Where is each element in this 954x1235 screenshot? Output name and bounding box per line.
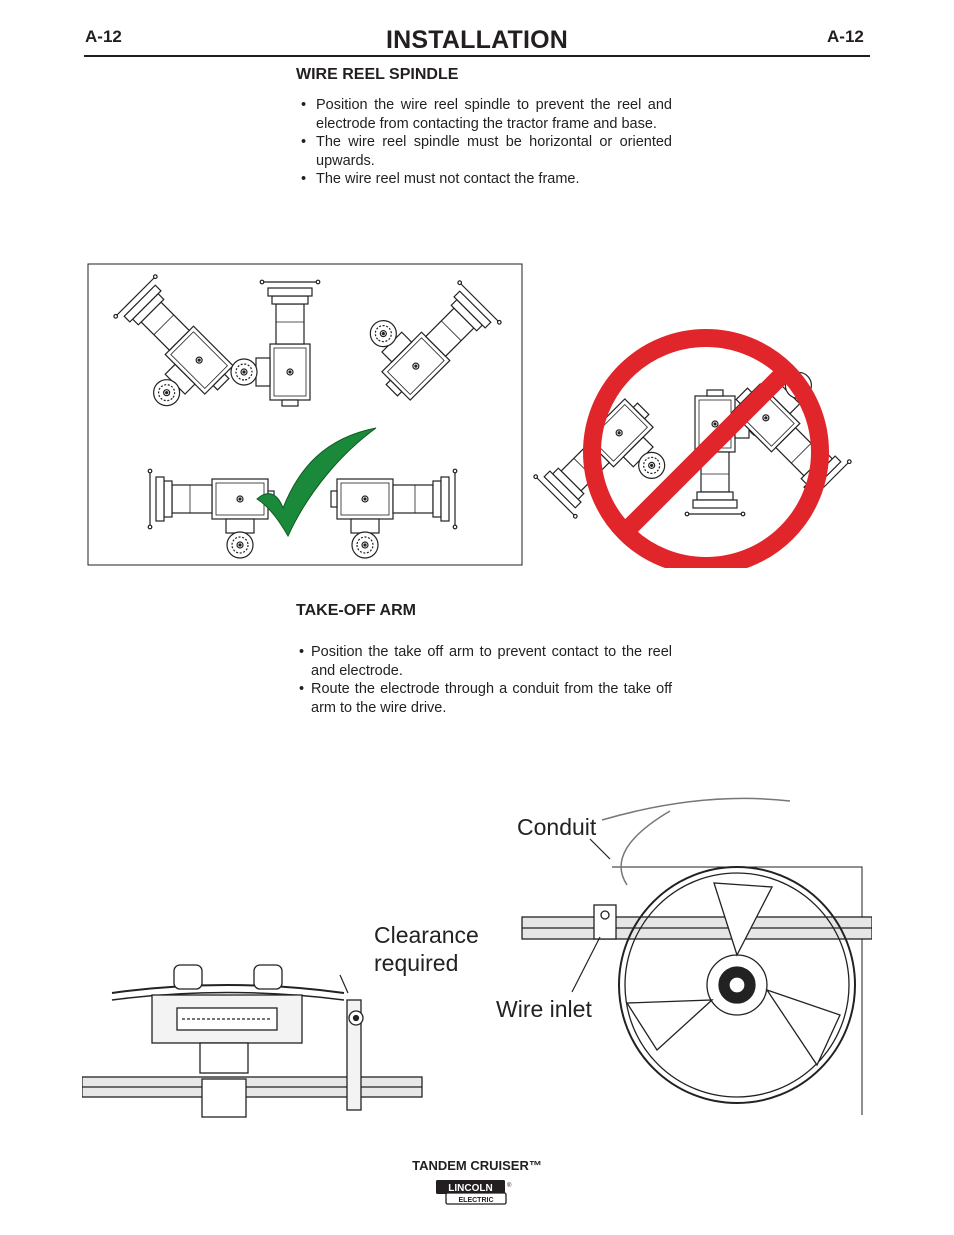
prohibited-icon: [583, 329, 829, 568]
list-item: Position the wire reel spindle to preven…: [299, 96, 672, 133]
page-number-right: A-12: [827, 27, 864, 46]
clearance-label: Clearance: [374, 922, 479, 948]
conduit-arrow: [589, 838, 611, 860]
wire-reel-spindle-heading: WIRE REEL SPINDLE: [296, 66, 459, 83]
wire-inlet-arrow: [571, 936, 601, 993]
left-reel-assembly: [82, 964, 423, 1118]
clearance-label-line2: required: [374, 950, 458, 976]
product-name: TANDEM CRUISER™: [412, 1158, 542, 1173]
page-number-left: A-12: [85, 27, 122, 46]
page-title: INSTALLATION: [385, 26, 568, 54]
checkmark-icon: [256, 427, 377, 538]
svg-text:LINCOLN: LINCOLN: [448, 1183, 492, 1194]
list-item: Position the take off arm to prevent con…: [299, 643, 672, 680]
header-rule: [84, 55, 870, 57]
wire-inlet-label: Wire inlet: [496, 996, 592, 1022]
take-off-arm-list: Position the take off arm to prevent con…: [299, 643, 672, 717]
right-reel-assembly: [521, 797, 872, 1115]
take-off-arm-figure: Clearance required Conduit Wire inlet: [82, 797, 872, 1118]
spindle-orientation-figure: [87, 262, 874, 568]
svg-text:ELECTRIC: ELECTRIC: [459, 1197, 494, 1204]
clearance-arrow: [339, 974, 349, 994]
list-item: Route the electrode through a conduit fr…: [299, 680, 672, 717]
wire-reel-spindle-list: Position the wire reel spindle to preven…: [299, 96, 672, 189]
list-item: The wire reel spindle must be horizontal…: [299, 133, 672, 170]
take-off-arm-heading: TAKE-OFF ARM: [296, 602, 416, 619]
svg-text:®: ®: [507, 1182, 512, 1189]
conduit-label: Conduit: [517, 814, 597, 840]
list-item: The wire reel must not contact the frame…: [299, 170, 672, 189]
lincoln-electric-logo: LINCOLN ELECTRIC ®: [434, 1179, 520, 1206]
